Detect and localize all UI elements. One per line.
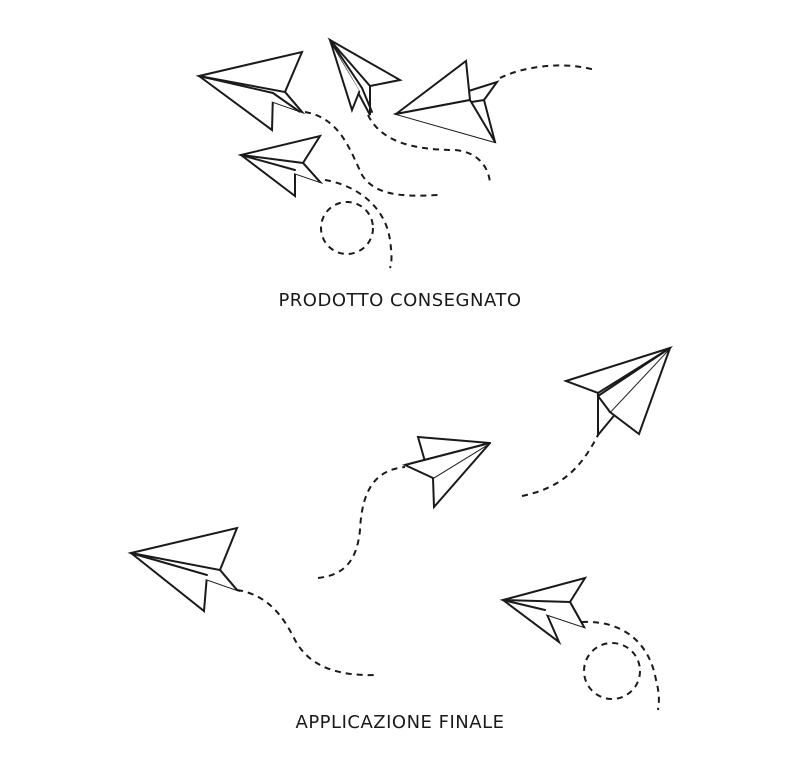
flight-loop-top: [320, 201, 374, 255]
flight-trail-top-4: [324, 179, 393, 269]
paper-plane-icon-top-right: [392, 59, 500, 144]
caption-final-application: APPLICAZIONE FINALE: [295, 712, 505, 733]
flight-trail-bottom-1: [236, 589, 377, 677]
flight-trail-top-3: [499, 64, 596, 79]
paper-plane-icon-bottom-middle: [402, 435, 491, 510]
paper-plane-icon-top-center: [327, 37, 403, 116]
flight-trail-bottom-4: [581, 620, 660, 711]
flight-loop-bottom: [583, 642, 641, 700]
flight-trail-top-2: [367, 114, 491, 186]
paper-plane-icon-bottom-upper-right: [562, 346, 673, 438]
paper-plane-icon-top-left: [195, 50, 306, 132]
paper-plane-icon-top-lower: [237, 134, 324, 199]
flight-trail-top-1: [304, 111, 439, 197]
caption-delivered-product: PRODOTTO CONSEGNATO: [278, 290, 522, 311]
flight-trail-bottom-3: [521, 434, 599, 497]
paper-plane-icon-bottom-lower-right: [499, 576, 588, 646]
flight-trail-bottom-2: [317, 466, 406, 579]
paper-plane-icon-bottom-left: [127, 526, 241, 613]
